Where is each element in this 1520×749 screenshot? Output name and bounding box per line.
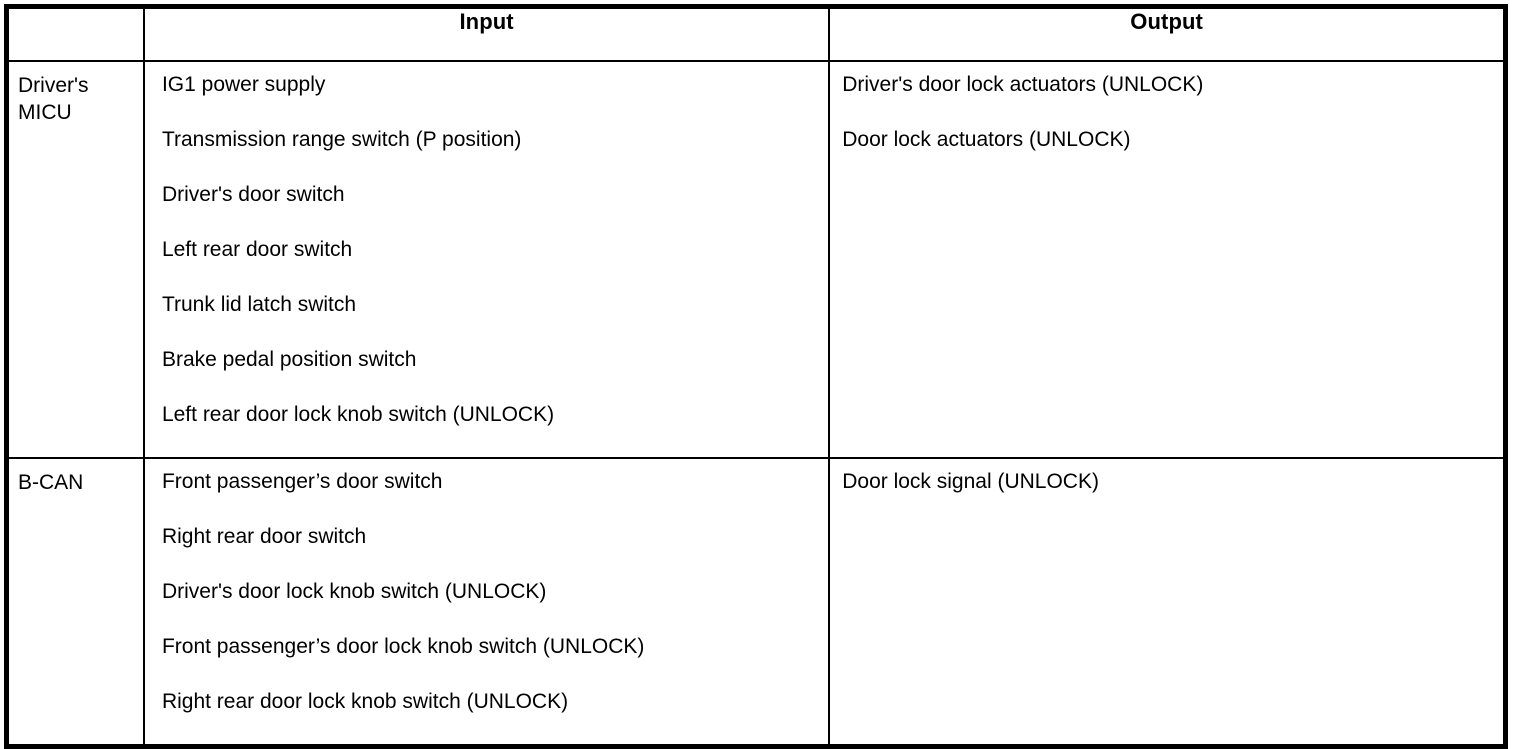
- header-cell-output: Output: [828, 5, 1507, 62]
- header-row: Input Output: [6, 5, 1507, 62]
- output-item-list: Door lock signal (UNLOCK): [842, 469, 1503, 495]
- list-item: Door lock actuators (UNLOCK): [842, 128, 1131, 151]
- output-cell-b-can: Door lock signal (UNLOCK): [828, 457, 1507, 748]
- list-item: Front passenger’s door switch: [161, 470, 443, 493]
- document-sheet: Input Output Driver's MICU IG1 power sup…: [4, 4, 1508, 749]
- output-cell-drivers-micu: Driver's door lock actuators (UNLOCK) Do…: [828, 60, 1507, 459]
- group-label-b-can: B-CAN: [6, 457, 145, 748]
- header-cell-input: Input: [142, 5, 831, 62]
- header-cell-blank: [6, 5, 145, 62]
- table-header: Input Output: [6, 5, 1507, 62]
- list-item: Door lock signal (UNLOCK): [842, 470, 1099, 493]
- table-row: Driver's MICU IG1 power supply Transmiss…: [6, 60, 1507, 459]
- group-label-drivers-micu: Driver's MICU: [6, 60, 145, 459]
- input-cell-b-can: Front passenger’s door switch Right rear…: [142, 457, 831, 748]
- list-item: Transmission range switch (P position): [161, 128, 522, 151]
- output-item-list: Driver's door lock actuators (UNLOCK) Do…: [842, 72, 1503, 153]
- input-output-table: Input Output Driver's MICU IG1 power sup…: [4, 4, 1508, 749]
- list-item: Left rear door lock knob switch (UNLOCK): [161, 403, 555, 426]
- list-item: Front passenger’s door lock knob switch …: [161, 635, 645, 658]
- input-cell-drivers-micu: IG1 power supply Transmission range swit…: [142, 60, 831, 459]
- table-row: B-CAN Front passenger’s door switch Righ…: [6, 457, 1507, 748]
- list-item: Right rear door switch: [161, 525, 367, 548]
- list-item: Driver's door lock actuators (UNLOCK): [842, 73, 1204, 96]
- list-item: Brake pedal position switch: [161, 348, 417, 371]
- list-item: Left rear door switch: [161, 238, 353, 261]
- list-item: Driver's door switch: [161, 183, 345, 206]
- input-item-list: Front passenger’s door switch Right rear…: [162, 469, 828, 715]
- table-body: Driver's MICU IG1 power supply Transmiss…: [6, 60, 1507, 748]
- input-item-list: IG1 power supply Transmission range swit…: [162, 72, 828, 428]
- list-item: Trunk lid latch switch: [161, 293, 357, 316]
- list-item: Right rear door lock knob switch (UNLOCK…: [161, 690, 569, 713]
- list-item: IG1 power supply: [161, 73, 326, 96]
- list-item: Driver's door lock knob switch (UNLOCK): [161, 580, 547, 603]
